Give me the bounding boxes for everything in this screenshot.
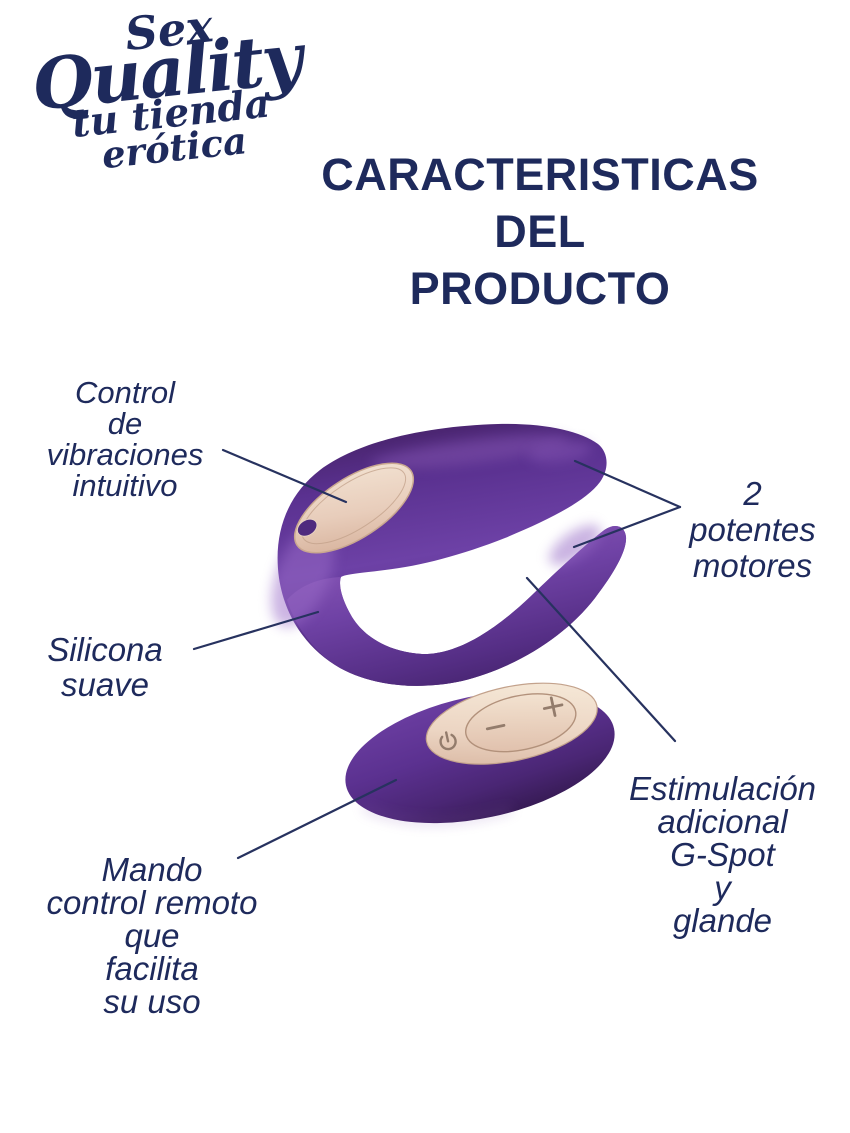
callout-text: facilita [105,950,199,987]
couples-vibrator [271,423,627,686]
callout-text: potentes [689,511,816,548]
callout-label-silicone: Silicona suave [5,632,205,702]
callout-label-remote: Mando control remoto que facilita su uso [22,853,282,1018]
vibrator-inner-arm [287,526,627,686]
power-icon [439,731,457,751]
callout-text: G-Spot [670,836,775,873]
callout-line-motor-bottom [572,505,682,549]
panel-button [297,518,318,537]
callout-line-silicone [192,610,320,651]
callout-text: Silicona [47,631,163,668]
callout-text: 2 [743,475,762,512]
callout-text: que [124,917,180,954]
minus-icon [485,723,506,731]
callout-line-vibration-control [221,448,348,504]
callout-label-stimulation: Estimulación adicional G-Spot y glande [605,772,840,937]
arm-sheen [549,524,601,566]
callout-text: y [714,869,731,906]
callout-label-motors: 2 potentes motores [640,476,850,584]
callout-label-vibration-control: Control de vibraciones intuitivo [0,377,250,501]
callout-text: su uso [103,983,201,1020]
tip-sheen [528,441,592,463]
callout-text: suave [60,666,150,703]
page-title-line: CARACTERISTICAS [321,149,759,200]
body-sheen [370,434,570,470]
page-title-line: DEL [494,206,586,257]
plus-icon [542,696,564,717]
callout-text: control remoto [46,884,258,921]
page-title: CARACTERISTICAS DEL PRODUCTO [255,146,825,317]
callout-text: Control [75,375,175,410]
callout-text: Estimulación [628,770,817,807]
callout-text: motores [692,547,813,584]
callout-text: intuitivo [72,468,178,503]
remote-control [345,682,615,824]
callout-line-motor-top [573,459,682,509]
control-panel [293,462,415,554]
remote-rim-sheen [362,806,513,824]
page-title-line: PRODUCTO [409,263,671,314]
callout-text: Mando [101,851,203,888]
callout-line-stimulation [525,576,677,743]
callout-line-remote [236,778,398,860]
callout-text: adicional [657,803,788,840]
callout-text: glande [672,902,773,939]
callout-text: vibraciones [46,437,204,472]
callout-text: de [107,406,143,441]
